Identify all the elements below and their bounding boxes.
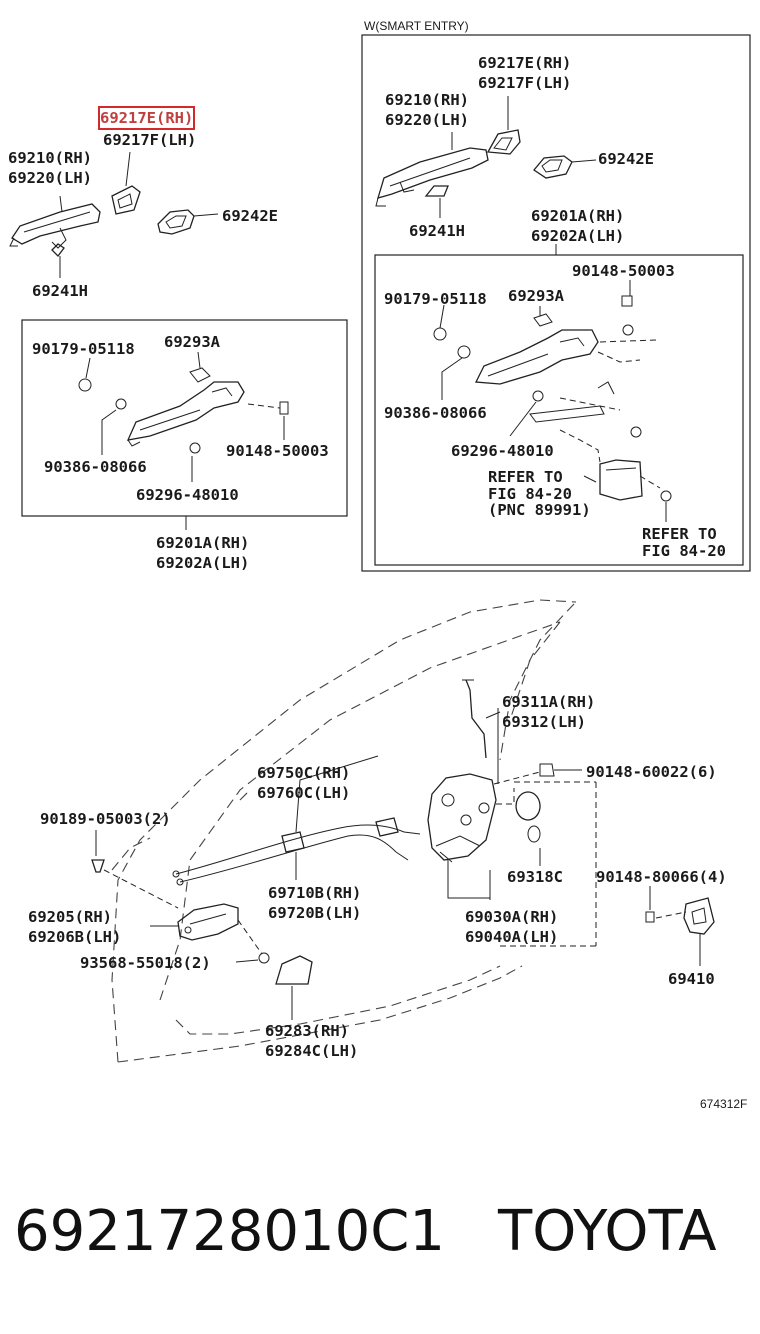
label-69202a-left: 69202A(LH) — [156, 554, 250, 572]
label-69241h-right: 69241H — [409, 222, 465, 240]
label-69242e-left: 69242E — [222, 207, 278, 225]
label-69210-rh-right: 69210(RH) — [385, 91, 469, 109]
label-69318c: 69318C — [507, 868, 563, 886]
label-69296-left: 69296-48010 — [136, 486, 239, 504]
label-90148-80066: 90148-80066(4) — [596, 868, 727, 886]
label-69284c: 69284C(LH) — [265, 1042, 359, 1060]
outer-handle-left — [9, 203, 101, 249]
lock-rod — [465, 679, 487, 759]
label-90148-50003-right: 90148-50003 — [572, 262, 675, 280]
label-69030a: 69030A(RH) — [465, 908, 559, 926]
handle-pad-right — [533, 155, 573, 179]
label-69220-lh-right: 69220(LH) — [385, 111, 469, 129]
label-refer-to-2: REFER TO — [642, 525, 717, 543]
label-90179-right: 90179-05118 — [384, 290, 487, 308]
smart-entry-box — [361, 34, 751, 572]
label-69311a: 69311A(RH) — [502, 693, 596, 711]
inside-handle — [177, 903, 239, 941]
outer-handle-right — [375, 147, 489, 207]
label-90386-right: 90386-08066 — [384, 404, 487, 422]
label-69750c: 69750C(RH) — [257, 764, 351, 782]
door-lock-assembly — [427, 773, 497, 863]
label-90386-left: 90386-08066 — [44, 458, 147, 476]
smart-entry-title: W(SMART ENTRY) — [364, 19, 469, 33]
handle-cap-right — [486, 129, 521, 155]
label-69217e-rh-right: 69217E(RH) — [478, 54, 572, 72]
label-69410: 69410 — [668, 970, 715, 988]
label-69205: 69205(RH) — [28, 908, 112, 926]
label-69283: 69283(RH) — [265, 1022, 349, 1040]
label-69217e-rh[interactable]: 69217E(RH) — [97, 106, 196, 130]
label-69206b: 69206B(LH) — [28, 928, 122, 946]
clip — [91, 859, 105, 873]
label-69242e-right: 69242E — [598, 150, 654, 168]
caption-brand: TOYOTA — [498, 1199, 717, 1264]
label-69210-rh-left: 69210(RH) — [8, 149, 92, 167]
handle-cap-left — [111, 185, 141, 215]
handle-pad-left — [157, 209, 195, 235]
grommet — [515, 791, 541, 821]
label-69241h-left: 69241H — [32, 282, 88, 300]
label-refer-to-1: REFER TO — [488, 468, 563, 486]
label-69220-lh-left: 69220(LH) — [8, 169, 92, 187]
label-fig-84-20-2: FIG 84-20 — [642, 542, 726, 560]
handle-frame-left — [126, 381, 245, 447]
figure-code: 674312F — [700, 1097, 748, 1111]
label-69720b: 69720B(LH) — [268, 904, 362, 922]
door-outline — [111, 599, 577, 1063]
label-69202a-right: 69202A(LH) — [531, 227, 625, 245]
control-cables — [172, 817, 421, 886]
door-striker — [683, 897, 715, 935]
label-69217f-lh: 69217F(LH) — [103, 131, 197, 149]
label-69040a: 69040A(LH) — [465, 928, 559, 946]
label-90148-60022: 90148-60022(6) — [586, 763, 717, 781]
label-90179-left: 90179-05118 — [32, 340, 135, 358]
label-69201a-left: 69201A(RH) — [156, 534, 250, 552]
label-69217f-lh-right: 69217F(LH) — [478, 74, 572, 92]
label-69296-right: 69296-48010 — [451, 442, 554, 460]
smart-sensor-unit — [599, 459, 643, 501]
label-69710b: 69710B(RH) — [268, 884, 362, 902]
handle-bezel — [275, 955, 313, 985]
caption-part-number: 6921728010C1 — [14, 1199, 446, 1264]
label-69760c: 69760C(LH) — [257, 784, 351, 802]
label-93568-55018: 93568-55018(2) — [80, 954, 211, 972]
frame-box-right — [374, 254, 744, 566]
label-69293a-right: 69293A — [508, 287, 564, 305]
label-90148-50003-left: 90148-50003 — [226, 442, 329, 460]
handle-frame-right — [474, 329, 599, 385]
label-pnc-89991: (PNC 89991) — [488, 501, 591, 519]
label-fig-84-20-1: FIG 84-20 — [488, 485, 572, 503]
frame-box-left — [21, 319, 348, 517]
label-69293a-left: 69293A — [164, 333, 220, 351]
label-69201a-right: 69201A(RH) — [531, 207, 625, 225]
label-69312: 69312(LH) — [502, 713, 586, 731]
label-90189-05003: 90189-05003(2) — [40, 810, 171, 828]
